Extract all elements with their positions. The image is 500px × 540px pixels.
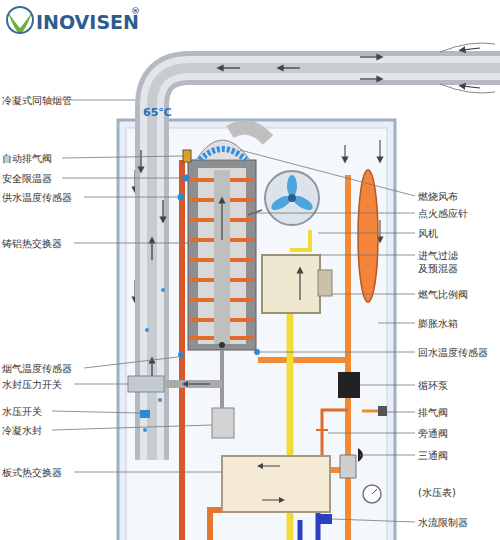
flow-limiter [318, 514, 332, 524]
expansion-tank [358, 170, 378, 302]
pressure-switch [140, 410, 150, 418]
part-label: 水压开关 [2, 405, 42, 418]
part-label: 进气过滤 及预混器 [418, 249, 464, 275]
fan [265, 171, 319, 225]
return-pipe [330, 467, 340, 473]
part-label: 燃气比例阀 [418, 288, 468, 301]
vent-valve [378, 406, 387, 416]
logo-mark [7, 7, 33, 34]
part-label: 膨胀水箱 [418, 317, 458, 330]
part-label: 循环泵 [418, 379, 448, 392]
ignition-electrode [248, 210, 262, 215]
supply-temp-sensor [178, 194, 185, 201]
part-label: 回水温度传感器 [418, 346, 488, 359]
part-label: 水封压力开关 [2, 378, 62, 391]
return-temp-sensor [254, 349, 260, 355]
bypass-pipe [322, 410, 348, 455]
part-label: 三通阀 [418, 449, 448, 462]
gas-pipe [290, 230, 310, 250]
part-label: 安全限温器 [2, 172, 52, 185]
three-way-valve [340, 455, 356, 478]
pressure-gauge [363, 485, 381, 503]
air-flow-arrows [135, 140, 380, 300]
logo-mark-registered: ® [131, 5, 140, 17]
cold-water-pipe [300, 510, 318, 540]
burner [196, 128, 268, 161]
part-label: 点火感应针 [418, 207, 468, 220]
part-label: 风机 [418, 227, 438, 240]
temperature-label: 65℃ [143, 106, 172, 120]
gas-valve [262, 255, 320, 313]
part-label: 排气阀 [418, 406, 448, 419]
coaxial-flue-pipe [141, 43, 500, 460]
part-label: 自动排气阀 [2, 152, 52, 165]
plate-heat-exchanger [222, 456, 330, 512]
part-label: 烟气温度传感器 [2, 362, 72, 375]
part-label: (水压表) [418, 486, 456, 499]
bypass-valve [316, 424, 328, 436]
heat-exchanger [188, 160, 256, 350]
part-label: 供水温度传感器 [2, 191, 72, 204]
supply-pipe [179, 160, 185, 540]
trap-pressure-switch [128, 376, 164, 392]
air-vent-valve [183, 150, 191, 162]
part-label: 冷凝水封 [2, 424, 42, 437]
part-label: 旁通阀 [418, 427, 448, 440]
part-label: 燃烧风布 [418, 190, 458, 203]
part-label: 板式热交换器 [2, 466, 62, 479]
condensate-trap [212, 408, 234, 438]
circulation-pump [338, 372, 360, 398]
part-label: 水流限制器 [418, 516, 468, 529]
safety-limiter [183, 175, 190, 182]
part-label: 冷凝式同轴烟管 [2, 94, 72, 107]
gas-valve-coil [318, 270, 332, 296]
leader-lines [52, 100, 415, 522]
part-label: 铸铝热交换器 [2, 237, 62, 250]
logo-text: INOVISEN [36, 11, 139, 33]
flue-temp-sensor [178, 352, 184, 358]
